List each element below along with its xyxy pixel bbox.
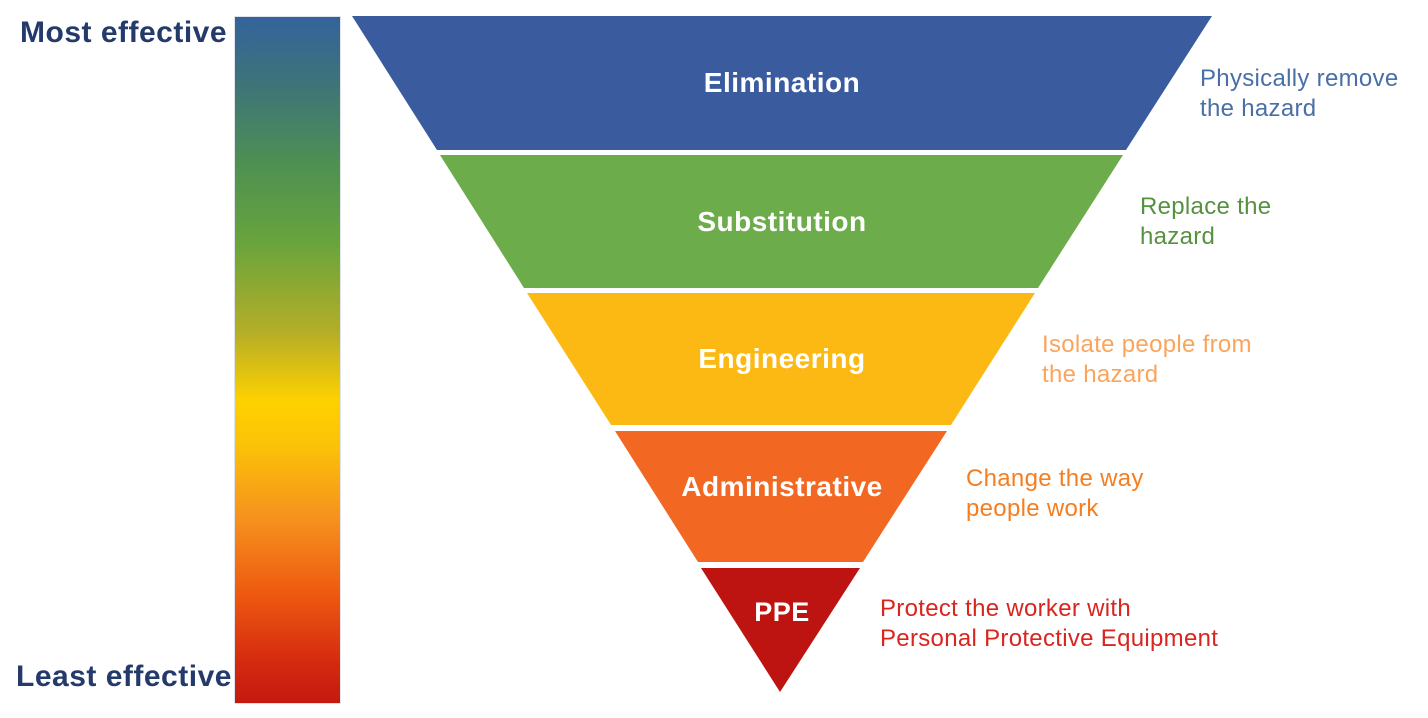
pyramid-level-label-administrative: Administrative [681, 470, 883, 502]
pyramid-level-label-ppe: PPE [754, 596, 810, 627]
pyramid-level-label-substitution: Substitution [697, 205, 867, 237]
level-description-administrative: Change the way people work [966, 465, 1144, 522]
inverted-pyramid: Elimination Substitution Engineering Adm… [352, 16, 1212, 692]
pyramid-level-label-engineering: Engineering [698, 343, 866, 374]
pyramid-level-elimination: Elimination [352, 16, 1212, 150]
pyramid-level-label-elimination: Elimination [703, 67, 861, 98]
level-description-engineering: Isolate people from the hazard [1042, 331, 1252, 388]
pyramid-level-engineering: Engineering [527, 293, 1036, 425]
effectiveness-gradient-bar [235, 17, 340, 703]
level-description-ppe: Protect the worker with Personal Protect… [880, 595, 1219, 652]
pyramid-level-substitution: Substitution [439, 155, 1123, 288]
level-description-elimination: Physically remove the hazard [1200, 65, 1399, 122]
least-effective-label: Least effective [16, 660, 232, 693]
level-description-substitution: Replace the hazard [1140, 193, 1272, 250]
most-effective-label: Most effective [20, 16, 228, 49]
